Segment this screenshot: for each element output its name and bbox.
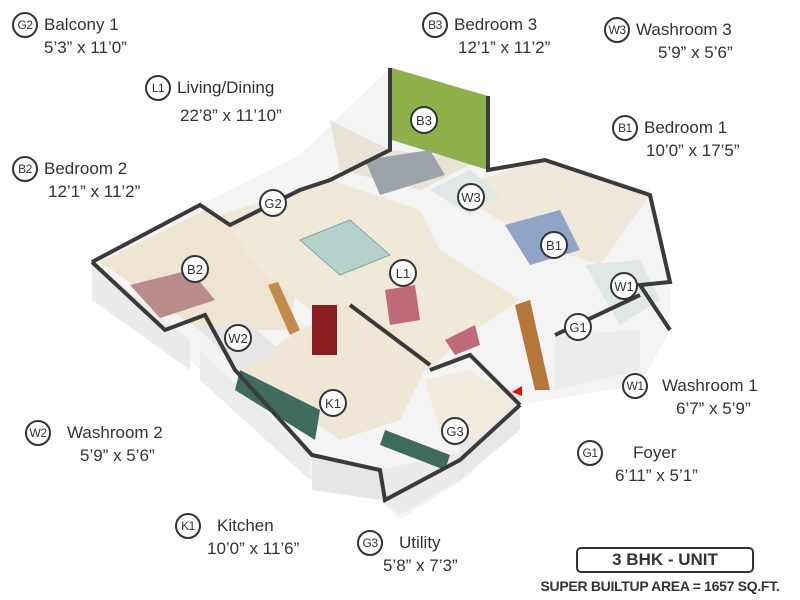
- room-code-badge: W1: [622, 373, 648, 399]
- legend-foyer: G1 Foyer 6’11” x 5’1”: [577, 440, 698, 486]
- plan-marker-k1: K1: [319, 389, 347, 417]
- plan-marker-w1: W1: [610, 272, 638, 300]
- room-dimensions: 5’8” x 7’3”: [383, 556, 458, 575]
- legend-bedroom-3: B3 Bedroom 3 12’1” x 11’2”: [422, 12, 550, 58]
- legend-balcony-1: G2 Balcony 1 5’3” x 11’0”: [12, 12, 127, 58]
- legend-living-dining: L1 Living/Dining 22’8” x 11’10”: [145, 75, 282, 126]
- unit-type-label: 3 BHK - UNIT: [576, 547, 754, 573]
- room-dimensions: 10’0” x 17’5”: [646, 141, 740, 160]
- legend-washroom-3: W3 Washroom 3 5’9” x 5’6”: [604, 17, 733, 63]
- room-name: Bedroom 1: [644, 118, 728, 137]
- room-name: Washroom 2: [67, 423, 163, 442]
- plan-marker-b2: B2: [181, 255, 209, 283]
- room-code-badge: G3: [357, 530, 383, 556]
- room-name: Washroom 3: [636, 20, 732, 39]
- legend-bedroom-2: B2 Bedroom 2 12’1” x 11’2”: [12, 156, 140, 202]
- room-name: Bedroom 3: [454, 15, 538, 34]
- room-code-badge: G2: [12, 12, 38, 38]
- room-dimensions: 5’9” x 5’6”: [80, 446, 155, 465]
- room-code-badge: K1: [175, 513, 201, 539]
- plan-marker-w2: W2: [224, 324, 252, 352]
- room-dimensions: 6’11” x 5’1”: [615, 466, 698, 485]
- room-code-badge: L1: [145, 75, 171, 101]
- accent-wall: [392, 68, 488, 170]
- room-dimensions: 5’9” x 5’6”: [658, 43, 733, 62]
- plan-marker-l1: L1: [389, 259, 417, 287]
- plan-marker-b1: B1: [540, 231, 568, 259]
- room-code-badge: B1: [612, 115, 638, 141]
- legend-bedroom-1: B1 Bedroom 1 10’0” x 17’5”: [612, 115, 740, 161]
- room-dimensions: 10’0” x 11’6”: [207, 539, 300, 558]
- room-code-badge: W3: [604, 17, 630, 43]
- room-dimensions: 5’3” x 11’0”: [44, 38, 127, 57]
- plan-marker-b3: B3: [410, 106, 438, 134]
- legend-utility: G3 Utility 5’8” x 7’3”: [357, 530, 458, 576]
- room-name: Living/Dining: [177, 78, 275, 97]
- room-code-badge: G1: [577, 440, 603, 466]
- legend-washroom-2: W2 Washroom 2 5’9” x 5’6”: [25, 420, 163, 466]
- legend-washroom-1: W1 Washroom 1 6’7” x 5’9”: [622, 373, 758, 419]
- room-name: Washroom 1: [662, 376, 758, 395]
- room-code-badge: B2: [12, 156, 38, 182]
- room-name: Foyer: [633, 443, 677, 462]
- super-builtup-area: SUPER BUILTUP AREA = 1657 SQ.FT.: [540, 578, 780, 594]
- room-code-badge: B3: [422, 12, 448, 38]
- room-name: Utility: [399, 533, 441, 552]
- legend-kitchen: K1 Kitchen 10’0” x 11’6”: [175, 513, 299, 559]
- room-dimensions: 12’1” x 11’2”: [458, 38, 551, 57]
- room-name: Kitchen: [217, 516, 274, 535]
- room-code-badge: W2: [25, 420, 51, 446]
- room-name: Bedroom 2: [44, 159, 128, 178]
- room-dimensions: 22’8” x 11’10”: [180, 106, 282, 125]
- plan-marker-g2: G2: [259, 189, 287, 217]
- plan-marker-g3: G3: [441, 417, 469, 445]
- room-name: Balcony 1: [44, 15, 119, 34]
- plan-marker-w3: W3: [457, 183, 485, 211]
- entry-arrow: [512, 386, 522, 396]
- room-dimensions: 12’1” x 11’2”: [48, 182, 141, 201]
- room-dimensions: 6’7” x 5’9”: [676, 399, 751, 418]
- plan-marker-g1: G1: [564, 313, 592, 341]
